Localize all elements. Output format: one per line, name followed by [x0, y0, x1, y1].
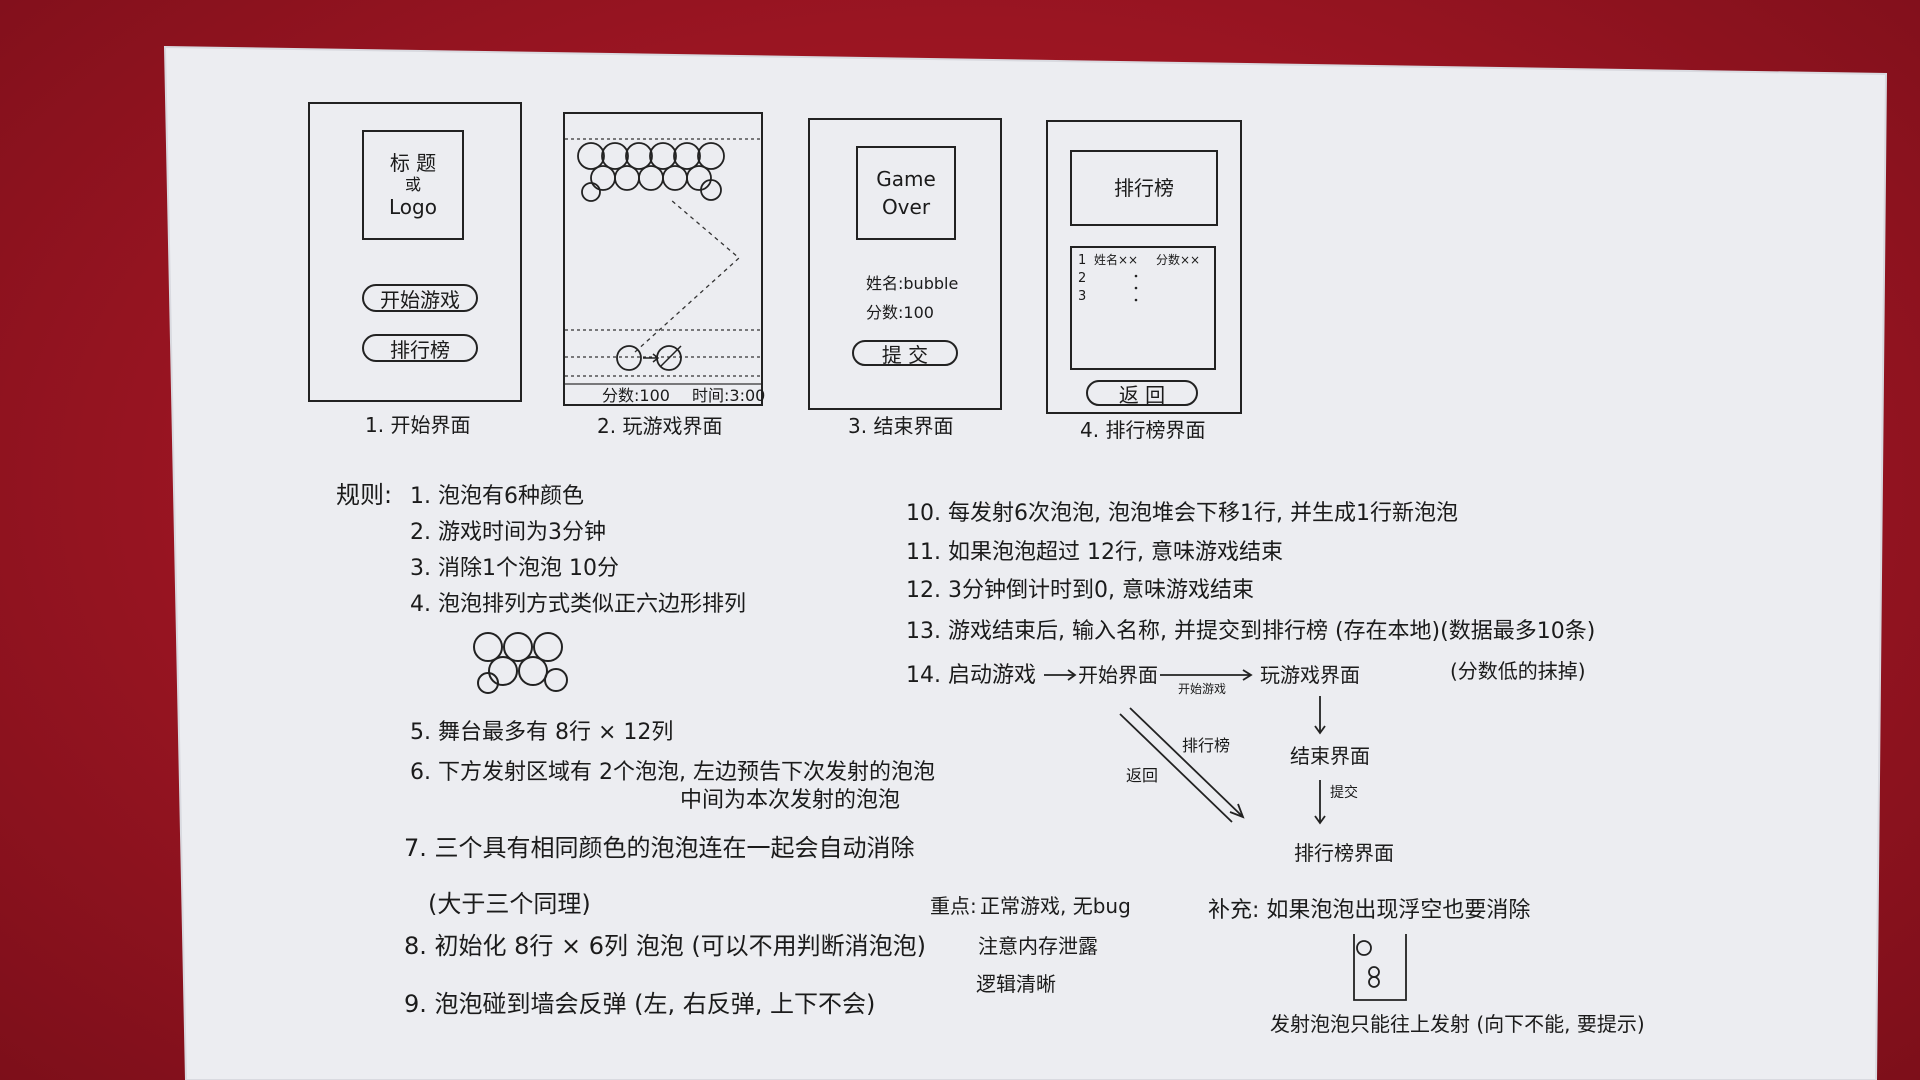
focus-item: 逻辑清晰	[976, 972, 1056, 996]
rule-item: 12. 3分钟倒计时到0, 意味游戏结束	[906, 578, 1254, 603]
floating-bubble-sketch	[1353, 934, 1407, 1001]
rules-label: 规则:	[336, 481, 393, 509]
end-name-field: 姓名:bubble	[866, 274, 959, 293]
flow-rank-screen: 排行榜界面	[1294, 841, 1394, 865]
rule-item: 9. 泡泡碰到墙会反弹 (左, 右反弹, 上下不会)	[404, 990, 876, 1018]
rank-row-number: 2	[1078, 271, 1087, 286]
rule-item: 1. 泡泡有6种颜色	[410, 484, 584, 509]
play-score-label: 分数:100	[602, 386, 670, 405]
rule-item: 5. 舞台最多有 8行 × 12列	[410, 720, 674, 745]
rule-item: 3. 消除1个泡泡 10分	[410, 556, 619, 581]
flow-start-game-label: 开始游戏	[1178, 682, 1227, 696]
play-bubble-grid	[565, 138, 761, 385]
flow-back-label: 返回	[1126, 766, 1159, 785]
start-title-logo-box: 标 题 或 Logo	[362, 130, 464, 240]
rule-item: 7. 三个具有相同颜色的泡泡连在一起会自动消除	[404, 834, 915, 862]
rule-item: 4. 泡泡排列方式类似正六边形排列	[410, 592, 746, 617]
focus-item: 注意内存泄露	[978, 934, 1098, 958]
flow-leaderboard-label: 排行榜	[1182, 736, 1231, 755]
game-over-line: Over	[881, 195, 931, 219]
rank-screen-frame	[1046, 120, 1242, 414]
game-over-box: Game Over	[856, 146, 956, 240]
supplement-text: 补充: 如果泡泡出现浮空也要消除	[1208, 898, 1531, 923]
leaderboard-button[interactable]: 排行榜	[362, 334, 478, 362]
play-time-label: 时间:3:00	[692, 386, 766, 405]
rule-item: 11. 如果泡泡超过 12行, 意味游戏结束	[906, 540, 1283, 565]
start-title-line: Logo	[389, 195, 437, 219]
rule-item: (大于三个同理)	[428, 890, 591, 918]
rank-row-number: 1	[1078, 253, 1087, 268]
rank-name-column: 姓名××	[1094, 253, 1139, 267]
hexagonal-bubble-sketch	[473, 632, 568, 694]
rank-list-box	[1070, 246, 1216, 370]
supplement-note: 发射泡泡只能往上发射 (向下不能, 要提示)	[1270, 1012, 1645, 1036]
end-score-field: 分数:100	[866, 303, 934, 322]
flow-arrows	[1044, 669, 1326, 825]
flow-play-screen: 玩游戏界面	[1260, 663, 1360, 687]
rank-title-box: 排行榜	[1070, 150, 1218, 226]
rule-item: 中间为本次发射的泡泡	[680, 788, 901, 813]
start-title-line: 或	[404, 175, 421, 194]
rule-item: 6. 下方发射区域有 2个泡泡, 左边预告下次发射的泡泡	[410, 760, 935, 785]
end-screen-caption: 3. 结束界面	[848, 414, 954, 438]
rule-item: 13. 游戏结束后, 输入名称, 并提交到排行榜 (存在本地)(数据最多10条)	[906, 619, 1596, 644]
rank-title: 排行榜	[1114, 176, 1174, 200]
rule-item: 2. 游戏时间为3分钟	[410, 520, 606, 545]
focus-item: 正常游戏, 无bug	[980, 894, 1131, 918]
submit-button[interactable]: 提 交	[852, 340, 958, 367]
game-over-line: Game	[876, 167, 936, 191]
rank-dots	[1134, 274, 1138, 302]
start-game-button[interactable]: 开始游戏	[362, 284, 478, 312]
play-screen-frame	[563, 112, 763, 406]
rule-item: 10. 每发射6次泡泡, 泡泡堆会下移1行, 并生成1行新泡泡	[906, 501, 1458, 526]
start-title-line: 标 题	[389, 151, 437, 175]
flow-start-screen: 开始界面	[1078, 663, 1158, 687]
rank-screen-caption: 4. 排行榜界面	[1080, 418, 1206, 442]
back-button[interactable]: 返 回	[1086, 380, 1198, 407]
rank-score-column: 分数××	[1156, 253, 1201, 267]
rule-item: 14. 启动游戏	[906, 663, 1036, 688]
start-screen-frame	[308, 102, 522, 402]
flow-submit-label: 提交	[1330, 785, 1358, 801]
rule-item: 8. 初始化 8行 × 6列 泡泡 (可以不用判断消泡泡)	[404, 932, 927, 960]
start-screen-caption: 1. 开始界面	[365, 413, 471, 437]
low-score-note: (分数低的抹掉)	[1450, 659, 1586, 683]
play-screen-caption: 2. 玩游戏界面	[597, 414, 723, 438]
focus-label: 重点:	[930, 894, 977, 918]
end-screen-frame	[808, 118, 1002, 410]
flow-end-screen: 结束界面	[1290, 744, 1370, 768]
rank-row-number: 3	[1078, 289, 1087, 304]
